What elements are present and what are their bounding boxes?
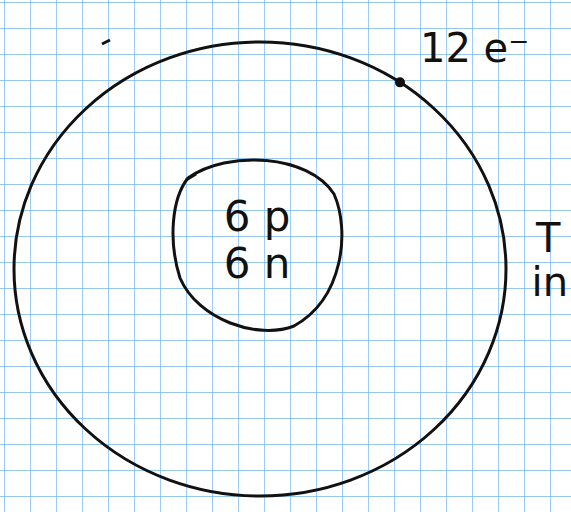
electron-count: 12 e⁻ — [420, 28, 529, 68]
nucleus-blob: 6 p6 n — [168, 148, 346, 332]
electron-dot — [395, 77, 405, 87]
margin-text: in — [532, 262, 568, 302]
atom-circle: 12 e⁻6 p6 n — [12, 40, 508, 498]
particle-count: 6 n — [224, 240, 291, 287]
particle-count: 6 p — [224, 193, 291, 240]
margin-text: T — [536, 218, 560, 258]
